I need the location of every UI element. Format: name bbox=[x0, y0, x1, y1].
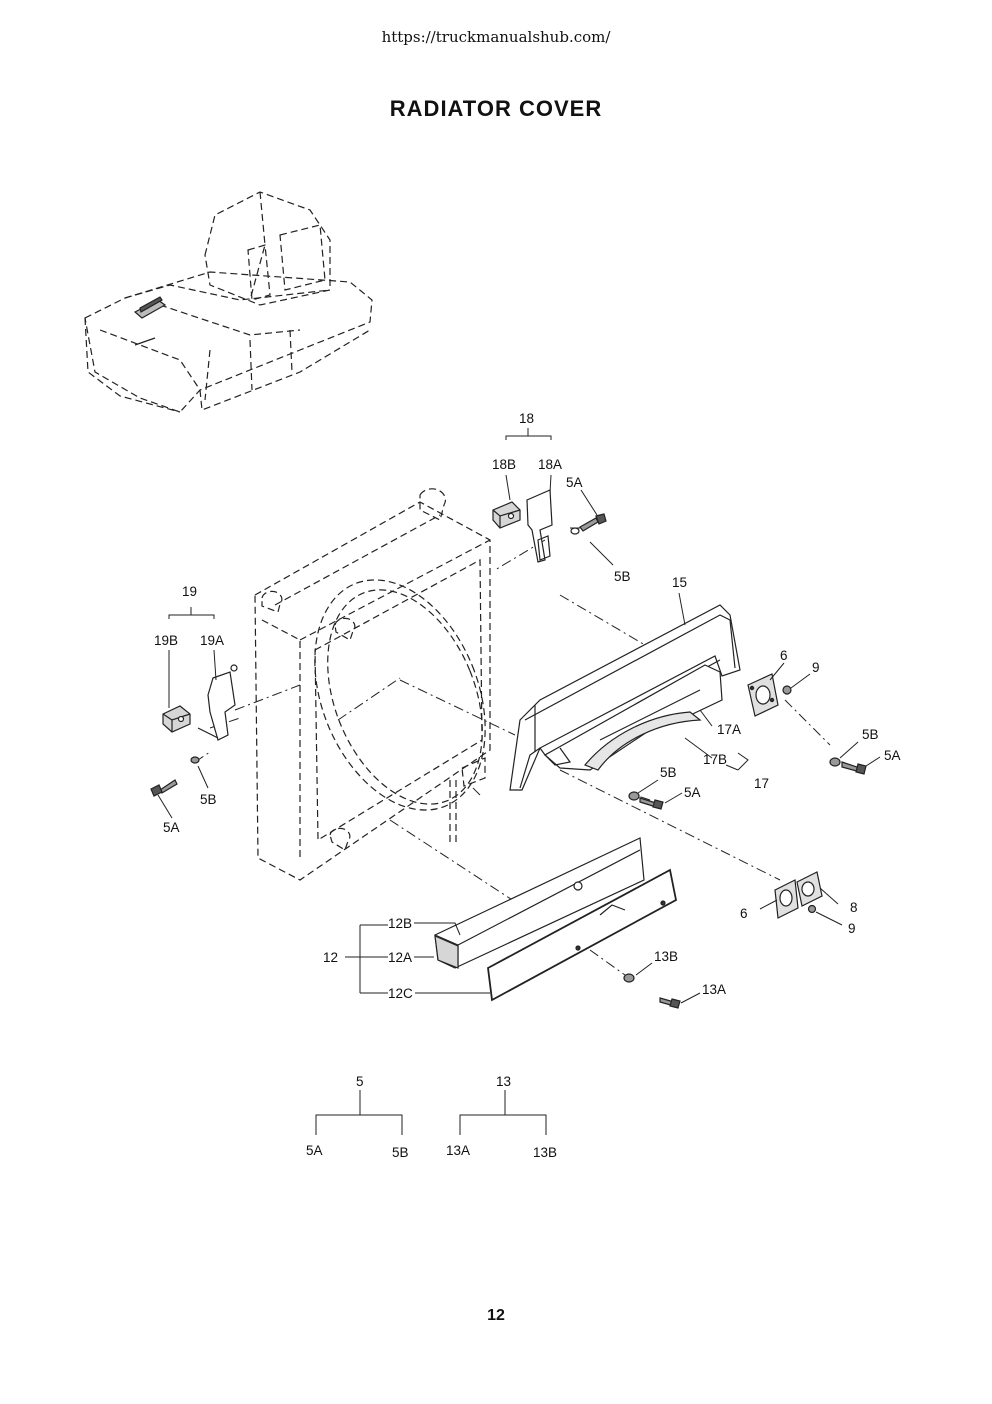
bolt-5A-mid bbox=[628, 791, 664, 810]
callout-labels: 18 18B 18A 5A 5B 15 6 9 17A 17B 17 5B 5A… bbox=[154, 411, 901, 1001]
callout-5A-mid: 5A bbox=[684, 785, 701, 800]
radiator-cover-location-marker bbox=[133, 296, 167, 346]
page-title: RADIATOR COVER bbox=[389, 96, 603, 121]
callout-5A-top: 5A bbox=[566, 475, 583, 490]
callout-12B: 12B bbox=[388, 916, 412, 931]
part-17-seal bbox=[543, 664, 723, 771]
bolt-5A-top bbox=[570, 513, 607, 535]
callout-18A: 18A bbox=[538, 457, 562, 472]
callout-6-bottom: 6 bbox=[740, 906, 748, 921]
bolt-9-top bbox=[782, 685, 792, 695]
callout-19A: 19A bbox=[200, 633, 224, 648]
callout-5B-mid: 5B bbox=[660, 765, 677, 780]
legend-13A: 13A bbox=[446, 1143, 470, 1158]
callout-5B-left: 5B bbox=[200, 792, 217, 807]
legend-5B: 5B bbox=[392, 1145, 409, 1160]
callout-9-bottom: 9 bbox=[848, 921, 856, 936]
part-19A-bracket bbox=[197, 664, 238, 741]
part-6-plate-top bbox=[747, 673, 779, 717]
legend-5A: 5A bbox=[306, 1143, 323, 1158]
callout-13B: 13B bbox=[654, 949, 678, 964]
legend-13: 13 bbox=[496, 1074, 511, 1089]
part-18A-bracket bbox=[526, 489, 553, 563]
part-12C-bottom-plate bbox=[487, 868, 678, 1002]
legend-5: 5 bbox=[356, 1074, 364, 1089]
callout-9-top: 9 bbox=[812, 660, 820, 675]
part-18B-cushion bbox=[492, 501, 521, 529]
callout-12C: 12C bbox=[388, 986, 413, 1001]
excavator-overview-drawing bbox=[84, 191, 373, 413]
bolt-5A-left bbox=[150, 756, 200, 797]
callout-8: 8 bbox=[850, 900, 858, 915]
callout-5B-top: 5B bbox=[614, 569, 631, 584]
part-8-plate bbox=[796, 871, 823, 907]
alignment-leader-lines bbox=[194, 527, 831, 976]
bolt-13A bbox=[623, 973, 681, 1009]
part-12A-end-block bbox=[434, 935, 459, 969]
callout-5B-right: 5B bbox=[862, 727, 879, 742]
source-url: https://truckmanualshub.com/ bbox=[381, 28, 611, 46]
page-number: 12 bbox=[487, 1307, 505, 1324]
callout-5A-right: 5A bbox=[884, 748, 901, 763]
radiator-shroud-drawing bbox=[254, 488, 491, 881]
callout-17: 17 bbox=[754, 776, 769, 791]
part-6-plate-bottom bbox=[774, 879, 799, 919]
callout-6-top: 6 bbox=[780, 648, 788, 663]
callout-17A: 17A bbox=[717, 722, 741, 737]
legend-brackets bbox=[315, 1090, 547, 1135]
callout-12A: 12A bbox=[388, 950, 412, 965]
callout-19: 19 bbox=[182, 584, 197, 599]
legend-labels: 5 5A 5B 13 13A 13B bbox=[306, 1074, 557, 1160]
callout-15: 15 bbox=[672, 575, 687, 590]
callout-19B: 19B bbox=[154, 633, 178, 648]
bolt-9-bottom bbox=[807, 904, 817, 914]
callout-leaders bbox=[157, 428, 881, 1004]
legend-13B: 13B bbox=[533, 1145, 557, 1160]
callout-18B: 18B bbox=[492, 457, 516, 472]
part-19B-cushion bbox=[162, 705, 191, 733]
callout-13A: 13A bbox=[702, 982, 726, 997]
callout-5A-left: 5A bbox=[163, 820, 180, 835]
callout-12: 12 bbox=[323, 950, 338, 965]
callout-18: 18 bbox=[519, 411, 534, 426]
callout-17B: 17B bbox=[703, 752, 727, 767]
bolt-5A-right bbox=[829, 757, 867, 775]
